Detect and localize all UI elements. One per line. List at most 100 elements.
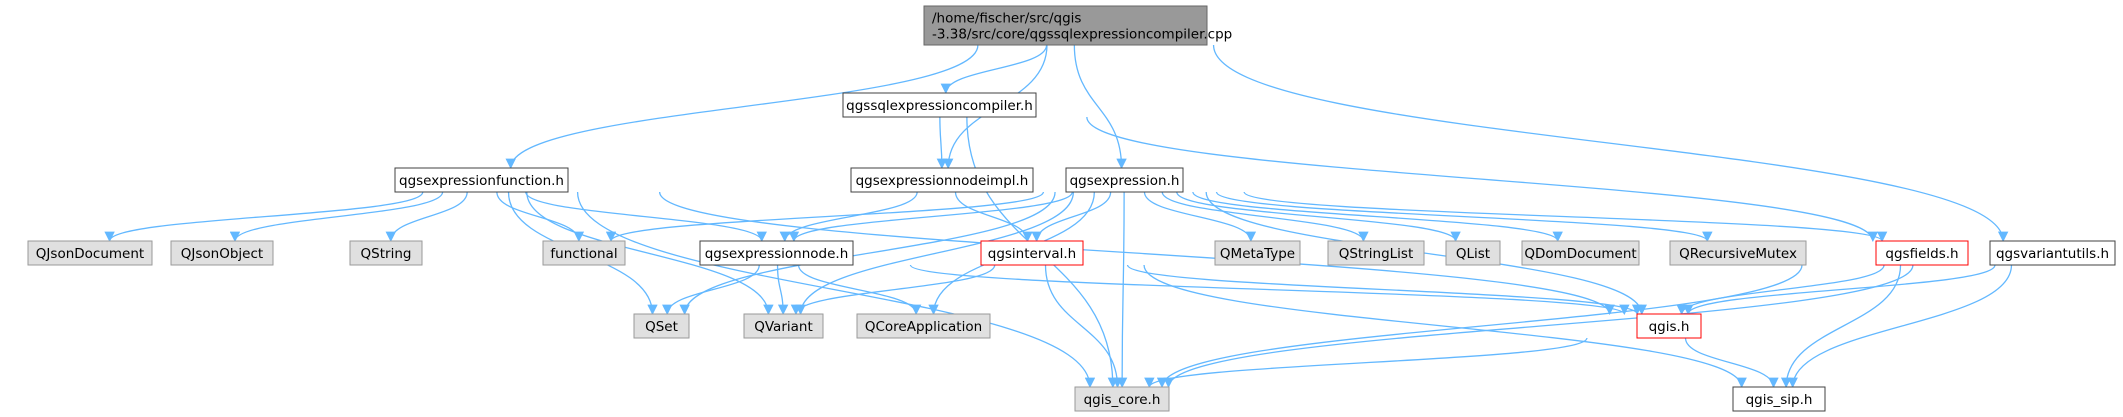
node-box xyxy=(1214,240,1301,266)
node-QMetaType: QMetaType xyxy=(1214,240,1301,266)
edge-root-to-qgsexpressionfunction_h xyxy=(505,44,979,170)
edge-qgssqlexpressioncompiler_h-to-qgsexpressionnodeimpl_h xyxy=(936,116,948,170)
node-qgsfields_h[interactable]: qgsfields.h xyxy=(1875,240,1969,266)
edge-root-to-qgssqlexpressioncompiler_h xyxy=(940,44,1048,95)
node-box xyxy=(1989,240,2116,266)
node-qgsinterval_h[interactable]: qgsinterval.h xyxy=(980,240,1084,266)
node-qgssqlexpressioncompiler_h[interactable]: qgssqlexpressioncompiler.h xyxy=(842,92,1037,118)
edge-qgsexpression_h-to-qgsinterval_h xyxy=(1031,191,1112,243)
edge-qgsfields_h-to-qgis_h xyxy=(1676,264,1885,316)
node-qgsexpressionnodeimpl_h[interactable]: qgsexpressionnodeimpl.h xyxy=(850,167,1034,193)
edge-qgsfields_h-to-qgis_core_h xyxy=(1156,264,1803,389)
header-nodes: /home/fischer/src/qgis-3.38/src/core/qgs… xyxy=(27,5,2116,412)
node-QVariant: QVariant xyxy=(743,313,824,339)
node-box xyxy=(850,167,1034,193)
node-label: qgsexpression.h xyxy=(1070,173,1180,189)
edge-qgsinterval_h-to-QVariant xyxy=(790,264,996,316)
node-box xyxy=(1732,386,1826,412)
edge-qgsexpressionfunction_h-to-functional xyxy=(496,191,585,243)
node-label: QJsonObject xyxy=(181,246,263,262)
node-box xyxy=(1327,240,1425,266)
node-qgsvariantutils_h[interactable]: qgsvariantutils.h xyxy=(1989,240,2116,266)
node-box xyxy=(856,313,991,339)
node-box xyxy=(743,313,824,339)
node-box xyxy=(542,240,626,266)
edge-qgsexpression_h-to-QVariant xyxy=(795,191,1074,316)
node-label: QString xyxy=(361,246,412,262)
node-label: qgsexpressionfunction.h xyxy=(399,173,564,189)
node-qgsexpressionfunction_h[interactable]: qgsexpressionfunction.h xyxy=(394,167,569,193)
node-root[interactable]: /home/fischer/src/qgis-3.38/src/core/qgs… xyxy=(923,5,1232,46)
dependency-edges xyxy=(104,44,2013,389)
edge-qgsexpressionnode_h-to-QVariant xyxy=(776,264,789,316)
edge-qgsinterval_h-to-qgis_h xyxy=(1126,264,1643,316)
node-label: QRecursiveMutex xyxy=(1679,246,1797,262)
node-label: qgsexpressionnode.h xyxy=(705,246,849,262)
node-label: -3.38/src/core/qgssqlexpressioncompiler.… xyxy=(932,27,1232,43)
node-box xyxy=(842,92,1037,118)
edge-qgsexpressionfunction_h-to-QString xyxy=(385,191,468,243)
node-functional: functional xyxy=(542,240,626,266)
node-label: QStringList xyxy=(1339,246,1414,262)
node-label: qgis.h xyxy=(1649,319,1690,335)
node-QDomDocument: QDomDocument xyxy=(1521,240,1640,266)
node-QSet: QSet xyxy=(633,313,690,339)
edge-qgssqlexpressioncompiler_h-to-qgsfields_h xyxy=(1086,116,1878,243)
edge-qgsexpressionnodeimpl_h-to-qgsinterval_h xyxy=(954,191,1033,243)
node-label: qgsvariantutils.h xyxy=(1996,246,2109,262)
edge-qgsvariantutils_h-to-qgis_core_h xyxy=(1163,264,1914,389)
node-label: qgsexpressionnodeimpl.h xyxy=(856,173,1029,189)
edge-qgsexpressionnode_h-to-QCoreApplication xyxy=(797,264,922,316)
edge-qgis_h-to-qgis_sip_h xyxy=(1684,337,1779,389)
node-qgsexpression_h[interactable]: qgsexpression.h xyxy=(1065,167,1184,193)
node-label: QMetaType xyxy=(1220,246,1295,262)
edge-qgsexpressionfunction_h-to-qgsexpressionnode_h xyxy=(525,191,767,243)
edge-qgis_h-to-qgis_core_h xyxy=(1144,337,1588,389)
node-box xyxy=(349,240,423,266)
edge-qgsexpression_h-to-QRecursiveMutex xyxy=(1215,191,1713,243)
edge-qgsexpression_h-to-QList xyxy=(1176,191,1461,243)
edge-qgsexpressionfunction_h-to-QVariant xyxy=(526,191,774,316)
node-label: QDomDocument xyxy=(1524,246,1636,262)
node-qgis_h[interactable]: qgis.h xyxy=(1636,313,1702,339)
node-box xyxy=(633,313,690,339)
node-QCoreApplication: QCoreApplication xyxy=(856,313,991,339)
node-label: QCoreApplication xyxy=(865,319,982,335)
node-box xyxy=(923,5,1208,46)
edge-root-to-qgsexpression_h xyxy=(1073,44,1127,170)
node-label: functional xyxy=(550,246,617,262)
node-box xyxy=(394,167,569,193)
edge-qgsexpression_h-to-functional xyxy=(605,191,1045,243)
node-QStringList: QStringList xyxy=(1327,240,1425,266)
node-label: qgis_sip.h xyxy=(1746,392,1813,408)
edge-qgsexpression_h-to-QMetaType xyxy=(1143,191,1257,243)
edge-qgsvariantutils_h-to-qgis_h xyxy=(1683,264,1996,316)
node-QRecursiveMutex: QRecursiveMutex xyxy=(1669,240,1807,266)
node-label: QJsonDocument xyxy=(36,246,144,262)
node-box xyxy=(1875,240,1969,266)
node-label: QList xyxy=(1456,246,1490,262)
node-label: QVariant xyxy=(754,319,813,335)
node-box xyxy=(699,240,854,266)
node-box xyxy=(27,240,153,266)
node-box xyxy=(1521,240,1640,266)
node-box xyxy=(1065,167,1184,193)
node-qgsexpressionnode_h[interactable]: qgsexpressionnode.h xyxy=(699,240,854,266)
edge-qgsexpression_h-to-qgsexpressionnode_h xyxy=(788,191,1073,243)
node-qgis_sip_h[interactable]: qgis_sip.h xyxy=(1732,386,1826,412)
node-box xyxy=(1669,240,1807,266)
node-QList: QList xyxy=(1445,240,1501,266)
edge-qgsinterval_h-to-qgis_sip_h xyxy=(1143,264,1747,389)
node-box xyxy=(1636,313,1702,339)
edge-qgsfields_h-to-qgis_sip_h xyxy=(1780,264,1902,389)
node-box xyxy=(1074,386,1170,412)
edge-qgsexpression_h-to-qgsfields_h xyxy=(1243,191,1888,243)
edge-qgsexpressionnode_h-to-QSet xyxy=(662,264,760,316)
edge-qgsexpressionnode_h-to-qgis_h xyxy=(909,264,1630,316)
edge-qgsinterval_h-to-qgis_core_h xyxy=(1044,264,1123,389)
edge-qgsexpression_h-to-QStringList xyxy=(1161,191,1369,243)
edge-qgsexpressionfunction_h-to-qgis_core_h xyxy=(576,191,1096,389)
edge-root-to-qgsvariantutils_h xyxy=(1212,44,2009,243)
node-QString: QString xyxy=(349,240,423,266)
